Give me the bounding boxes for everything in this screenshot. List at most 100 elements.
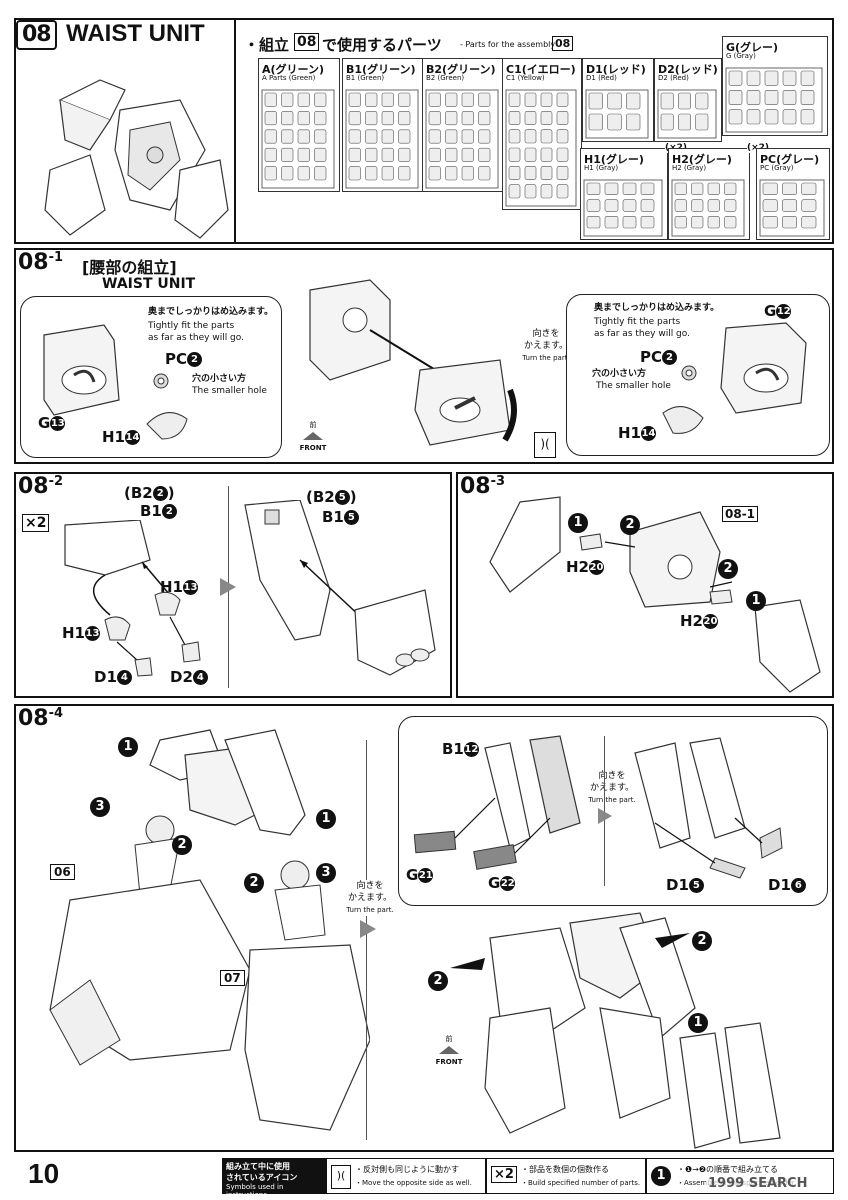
s3-h2-a-text: H2 [566, 558, 589, 576]
right-frame-part [720, 322, 807, 414]
runner-subtitle: H2 (Gray) [672, 164, 707, 172]
s4-next-arrow [360, 920, 376, 938]
left-h1-num: 14 [125, 430, 140, 445]
s4-turn-en: Turn the part. [346, 906, 394, 914]
s4-d1-b-text: D1 [768, 876, 791, 894]
right-h1-num: 14 [641, 426, 656, 441]
right-g-num: 12 [776, 304, 792, 319]
right-hole-en: The smaller hole [596, 381, 671, 391]
s2-b2-left-text: (B2 [124, 484, 153, 502]
s4-step2-a: 2 [172, 834, 192, 855]
flip-icon: )( [534, 432, 556, 458]
step08-1-number-main: 08 [18, 250, 49, 275]
footer-legend-jp2: されているアイコン [226, 1173, 298, 1182]
runner-sprue-drawing [261, 89, 335, 189]
step08-number: 08 [16, 20, 57, 50]
left-note-en1: Tightly fit the parts [148, 321, 235, 331]
left-frame-part [43, 324, 120, 416]
step08-2-number: 08-2 [18, 474, 64, 499]
runner-subtitle: D2 (Red) [658, 74, 689, 82]
front-marker: 前 FRONT [296, 420, 330, 452]
runner-sprue-drawing [725, 67, 823, 133]
runner-sprue-drawing [583, 179, 663, 237]
s2-b2-left-num: 2 [152, 486, 168, 501]
runner-title: D1(レッド) [586, 63, 646, 76]
step08-3-panel [456, 472, 834, 698]
runner-sprue-drawing [425, 89, 499, 189]
runner-sprue-drawing [657, 89, 717, 139]
s3-step1-a-num: 1 [568, 512, 588, 533]
s3-step2-a: 2 [620, 514, 640, 535]
s4-g-a-text: G [406, 866, 419, 884]
runner-subtitle: B2 (Green) [426, 74, 465, 82]
s4-sub-left-parts [413, 735, 581, 870]
s2-next-arrow [220, 578, 236, 596]
footer-icon1-jp: ・反対側も同じように動かす [355, 1165, 459, 1174]
s4-bottom-step1-num: 1 [688, 1012, 708, 1033]
s4-front-arrow-icon [439, 1046, 459, 1054]
s4-step3-a-num: 3 [90, 796, 110, 817]
runner-subtitle: H1 (Gray) [584, 164, 619, 172]
s3-step2-a-num: 2 [620, 514, 640, 535]
s3-step1-b: 1 [746, 590, 766, 611]
s4-sub-turn-jp2: かえます。 [589, 783, 635, 793]
runner-title: H2(グレー) [672, 153, 732, 166]
step08-2-number-main: 08 [18, 474, 49, 499]
footer-icon1-en: ・Move the opposite side as well. [355, 1179, 472, 1187]
s2-b1-left-text: B1 [140, 502, 162, 520]
step08-1-title-jp: [腰部の組立] [82, 258, 177, 277]
front-en: FRONT [299, 444, 327, 452]
step08-2-number-sub: 2 [54, 474, 64, 489]
s4-bottom-step2-a-num: 2 [428, 970, 448, 991]
s4-ref07: 07 [220, 970, 245, 986]
runner-title: B2(グリーン) [426, 63, 496, 76]
footer-icon2: ×2 ・部品を数個の個数作る ・Build specified number o… [486, 1158, 646, 1194]
s4-sub-turn-jp1: 向きを [598, 771, 626, 781]
footer-legend: 組み立て中に使用 されているアイコン Symbols used in instr… [222, 1158, 326, 1199]
right-g-text: G [764, 302, 777, 320]
parts-heading-en-step: 08 [552, 36, 574, 51]
runner-sprue-drawing [585, 89, 649, 139]
runner-card: H2(グレー)H2 (Gray)(×2) [668, 143, 769, 240]
s4-g-b: G22 [488, 874, 516, 892]
s2-h1-b-text: H1 [62, 624, 85, 642]
right-hole-jp: 穴の小さい方 [592, 369, 647, 379]
runner-card: B1(グリーン)B1 (Green) [342, 58, 424, 192]
s2-b1-right-text: B1 [322, 508, 344, 526]
s4-g-a-num: 21 [418, 868, 434, 883]
left-g-num: 13 [50, 416, 66, 431]
runner-sprue-drawing [505, 89, 577, 207]
runner-subtitle: PC (Gray) [760, 164, 794, 172]
pc-cap-icon [153, 373, 169, 389]
s3-h2-b-num: 20 [703, 614, 718, 629]
runner-title: PC(グレー) [760, 153, 820, 166]
parts-heading-jp: ・組立 [244, 36, 290, 54]
s4-sub-turn-en: Turn the part. [588, 796, 636, 804]
s3-step2-b: 2 [718, 558, 738, 579]
pc-cap-icon-right [681, 365, 697, 381]
footer-icon2-en: ・Build specified number of parts. [521, 1179, 641, 1187]
s3-step1-b-num: 1 [746, 590, 766, 611]
qty-badge: ×2 [22, 514, 50, 532]
s4-b1: B112 [442, 740, 479, 758]
s4-front-jp: 前 [445, 1035, 453, 1043]
right-g-label: G12 [764, 302, 792, 320]
runner-card: B2(グリーン)B2 (Green) [422, 58, 504, 192]
s2-left-assembly [64, 520, 201, 677]
s4-bottom-step2-a: 2 [428, 970, 448, 991]
page-number: 10 [28, 1158, 60, 1189]
s2-h1-a-num: 13 [183, 580, 198, 595]
s4-step1-a: 1 [118, 736, 138, 757]
right-h1-label: H114 [618, 424, 656, 442]
runner-card: D2(レッド)D2 (Red) [654, 58, 722, 142]
s4-d1-a-num: 5 [688, 878, 704, 893]
runner-sprue-drawing [759, 179, 825, 237]
s2-d2-num: 4 [192, 670, 208, 685]
runner-title: G(グレー) [726, 41, 779, 54]
left-h1-text: H1 [102, 428, 125, 446]
step08-1-number: 08-1 [18, 250, 64, 275]
